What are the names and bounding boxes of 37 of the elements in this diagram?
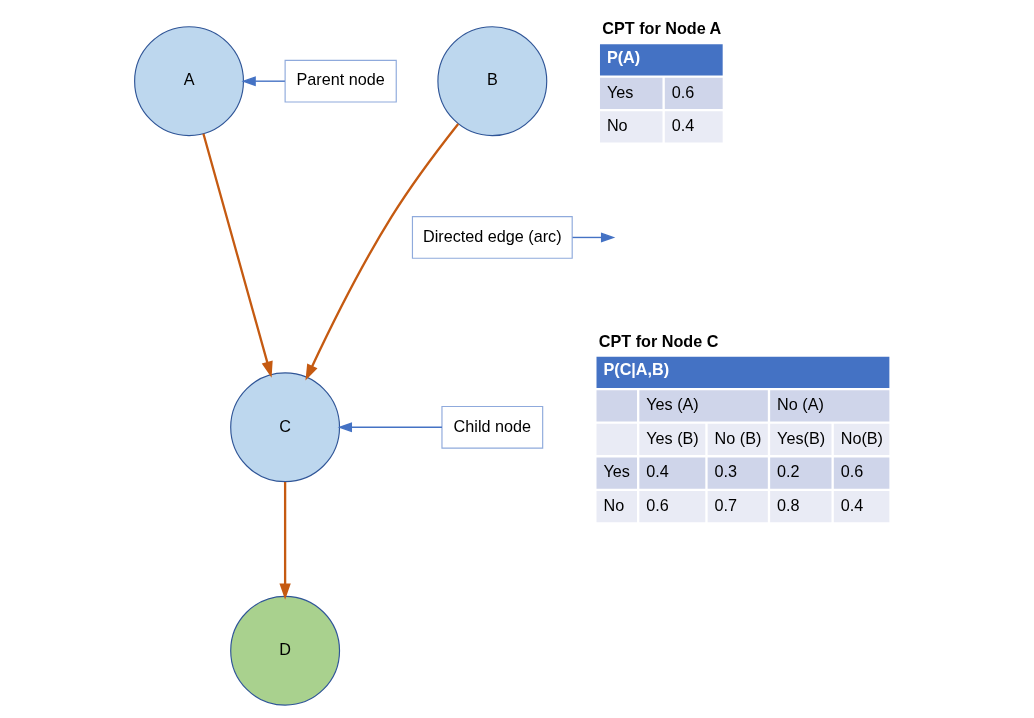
label: 0.4	[840, 495, 863, 514]
label: 0.6	[840, 462, 863, 481]
label: No	[602, 495, 624, 514]
arrow	[571, 232, 615, 243]
label: 0.7	[714, 495, 737, 514]
label: Yes	[602, 462, 630, 481]
label: P(A)	[606, 47, 640, 66]
label: 0.8	[776, 495, 800, 514]
label: CPT for Node C	[598, 331, 718, 350]
label: 0.4	[671, 116, 694, 135]
label: 0.6	[671, 82, 694, 101]
label: Yes (B)	[645, 428, 699, 447]
arrow	[337, 422, 443, 433]
arrow	[304, 123, 459, 381]
label: 0.3	[714, 462, 737, 481]
node-box: Directed edge (arc)	[411, 216, 573, 259]
label: 0.6	[645, 495, 669, 514]
label: CPT for Node A	[601, 18, 721, 37]
label: 0.4	[645, 462, 669, 481]
node-box: Parent node	[284, 59, 397, 103]
arrow	[201, 133, 273, 378]
label: No (A)	[776, 395, 824, 414]
label: No	[606, 116, 628, 135]
node-circle: C	[229, 372, 340, 483]
label: No (B)	[714, 428, 761, 447]
label: 0.2	[776, 462, 800, 481]
label: Yes(B)	[776, 428, 825, 447]
arrow	[278, 482, 291, 600]
label: Yes (A)	[645, 395, 699, 414]
node-circle: D	[229, 595, 340, 706]
arrow	[240, 76, 286, 87]
node-circle: A	[133, 26, 244, 137]
node-circle: B	[436, 26, 547, 137]
label: Yes	[606, 82, 633, 101]
label: P(C|A,B)	[602, 360, 669, 379]
node-box: Child node	[440, 405, 543, 449]
label: No(B)	[840, 428, 883, 447]
